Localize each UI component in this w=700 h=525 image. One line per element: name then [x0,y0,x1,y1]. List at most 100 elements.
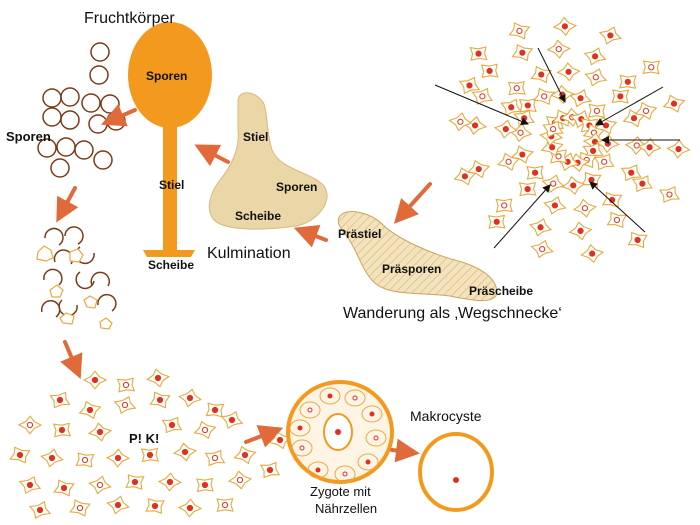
amoeba-nucleus [555,45,562,53]
amoeba-nucleus [36,506,44,514]
amoeba-nucleus [551,202,559,209]
macrocyst-nucleus [453,477,459,483]
nurse-cell-nucleus [307,407,313,413]
amoeba-nucleus [236,476,244,484]
nurse-cell-nucleus [315,467,321,473]
culmination-stalk-label: Stiel [243,130,268,144]
amoeba-nucleus [570,182,577,189]
amoeba-nucleus [228,416,236,424]
amoeba-nucleus [486,67,493,75]
amoeba-nucleus [577,95,584,102]
amoeba-nucleus [537,224,544,231]
amoeba-nucleus [628,169,635,176]
amoeba-nucleus [538,71,545,78]
fruiting-body-stalk [163,122,177,250]
nurse-cell [299,401,321,419]
amoeba-nucleus [633,142,640,149]
amoeba-nucleus [675,145,682,153]
amoeba-nucleus [550,180,557,187]
nurse-cell [289,419,311,437]
amoeba-nucleus [131,478,139,486]
amoeba-nucleus [531,169,539,176]
amoeba-nucleus [601,158,608,165]
amoeba-nucleus [211,454,219,462]
stalk-label: Stiel [159,178,184,192]
amoeba-nucleus [539,245,546,253]
arrow-amoebae-to-zygote [244,425,284,448]
amoeba-nucleus [555,153,562,160]
amoeba-nucleus [211,406,219,414]
nurse-cell [319,387,341,405]
amoeba-nucleus [591,53,599,60]
amoeba-nucleus [581,205,589,212]
fruiting-body-title: Fruchtkörper [84,10,175,27]
amoebae-emerging [36,245,113,330]
prestalk-label: Prästiel [338,227,381,241]
amoeba-nucleus [241,451,249,459]
arrow-zygote-to-macrocyst [390,438,420,463]
amoeba-nucleus [589,147,597,155]
amoebae-field [9,368,292,519]
amoeba-nucleus [76,504,84,512]
amoeba-nucleus [457,118,464,125]
nurse-cell [357,453,379,471]
amoeba-nucleus [266,466,274,474]
nurse-cell-nucleus [299,445,305,451]
nurse-cell-nucleus [365,459,371,465]
fruiting-body-base [143,250,195,257]
amoeba-nucleus [613,216,621,224]
nurse-cell [361,405,383,423]
culmination-title: Kulmination [207,245,291,262]
spore-cluster [37,42,126,178]
base-disc-label: Scheibe [148,258,194,272]
arrow-culmination-to-fruiting [194,144,230,167]
amoeba-nucleus [604,140,611,147]
amoeba-nucleus [670,100,678,107]
amoeba-nucleus [646,144,653,151]
pk-label: P! K! [129,431,159,446]
head-spores-label: Sporen [146,69,187,83]
amoeba-nucleus [81,456,89,464]
amoeba-nucleus [60,484,68,492]
amoeba-nucleus [91,376,99,384]
amoeba-nucleus [181,448,189,456]
amoeba-nucleus [96,428,104,436]
amoeba-nucleus [166,478,174,486]
amoeba-nucleus [466,82,473,89]
amoeba-nucleus [201,481,209,489]
amoeba-nucleus [519,49,526,56]
amoeba-nucleus [541,93,548,100]
amoeba-nucleus [630,115,638,122]
amoeba-nucleus [16,451,24,459]
culmination-spores-label: Sporen [276,180,317,194]
nurse-cell [334,465,356,483]
nurse-cell-nucleus [369,411,375,417]
amoeba-nucleus [642,107,650,115]
amoeba-nucleus [519,151,526,158]
amoeba-nucleus [114,454,122,462]
culmination-disc-label: Scheibe [235,209,281,223]
fruiting-body-head [128,22,212,128]
predisc-label: Präscheibe [469,284,533,298]
amoeba-nucleus [154,374,162,382]
amoeba-nucleus [517,129,524,136]
amoeba-nucleus [505,158,512,165]
amoeba-nucleus [471,122,479,129]
nurse-cell [365,429,387,447]
amoeba-nucleus [516,27,523,35]
amoeba-nucleus [58,426,66,434]
amoeba-nucleus [634,236,641,244]
arrow-aggregate-to-slug [393,182,432,224]
arrow-germination-to-amoebae [60,340,83,380]
migration-label: Wanderung als ‚Wegschnecke‘ [343,305,562,322]
amoeba-nucleus [221,501,229,509]
zygote [286,380,394,484]
amoeba-nucleus [121,401,129,409]
amoeba-nucleus [524,185,531,193]
amoeba-nucleus [648,64,655,71]
nurse-cell [307,461,329,479]
amoeba-nucleus [186,504,194,512]
nurse-cell [344,389,366,407]
amoeba-nucleus [561,23,569,30]
